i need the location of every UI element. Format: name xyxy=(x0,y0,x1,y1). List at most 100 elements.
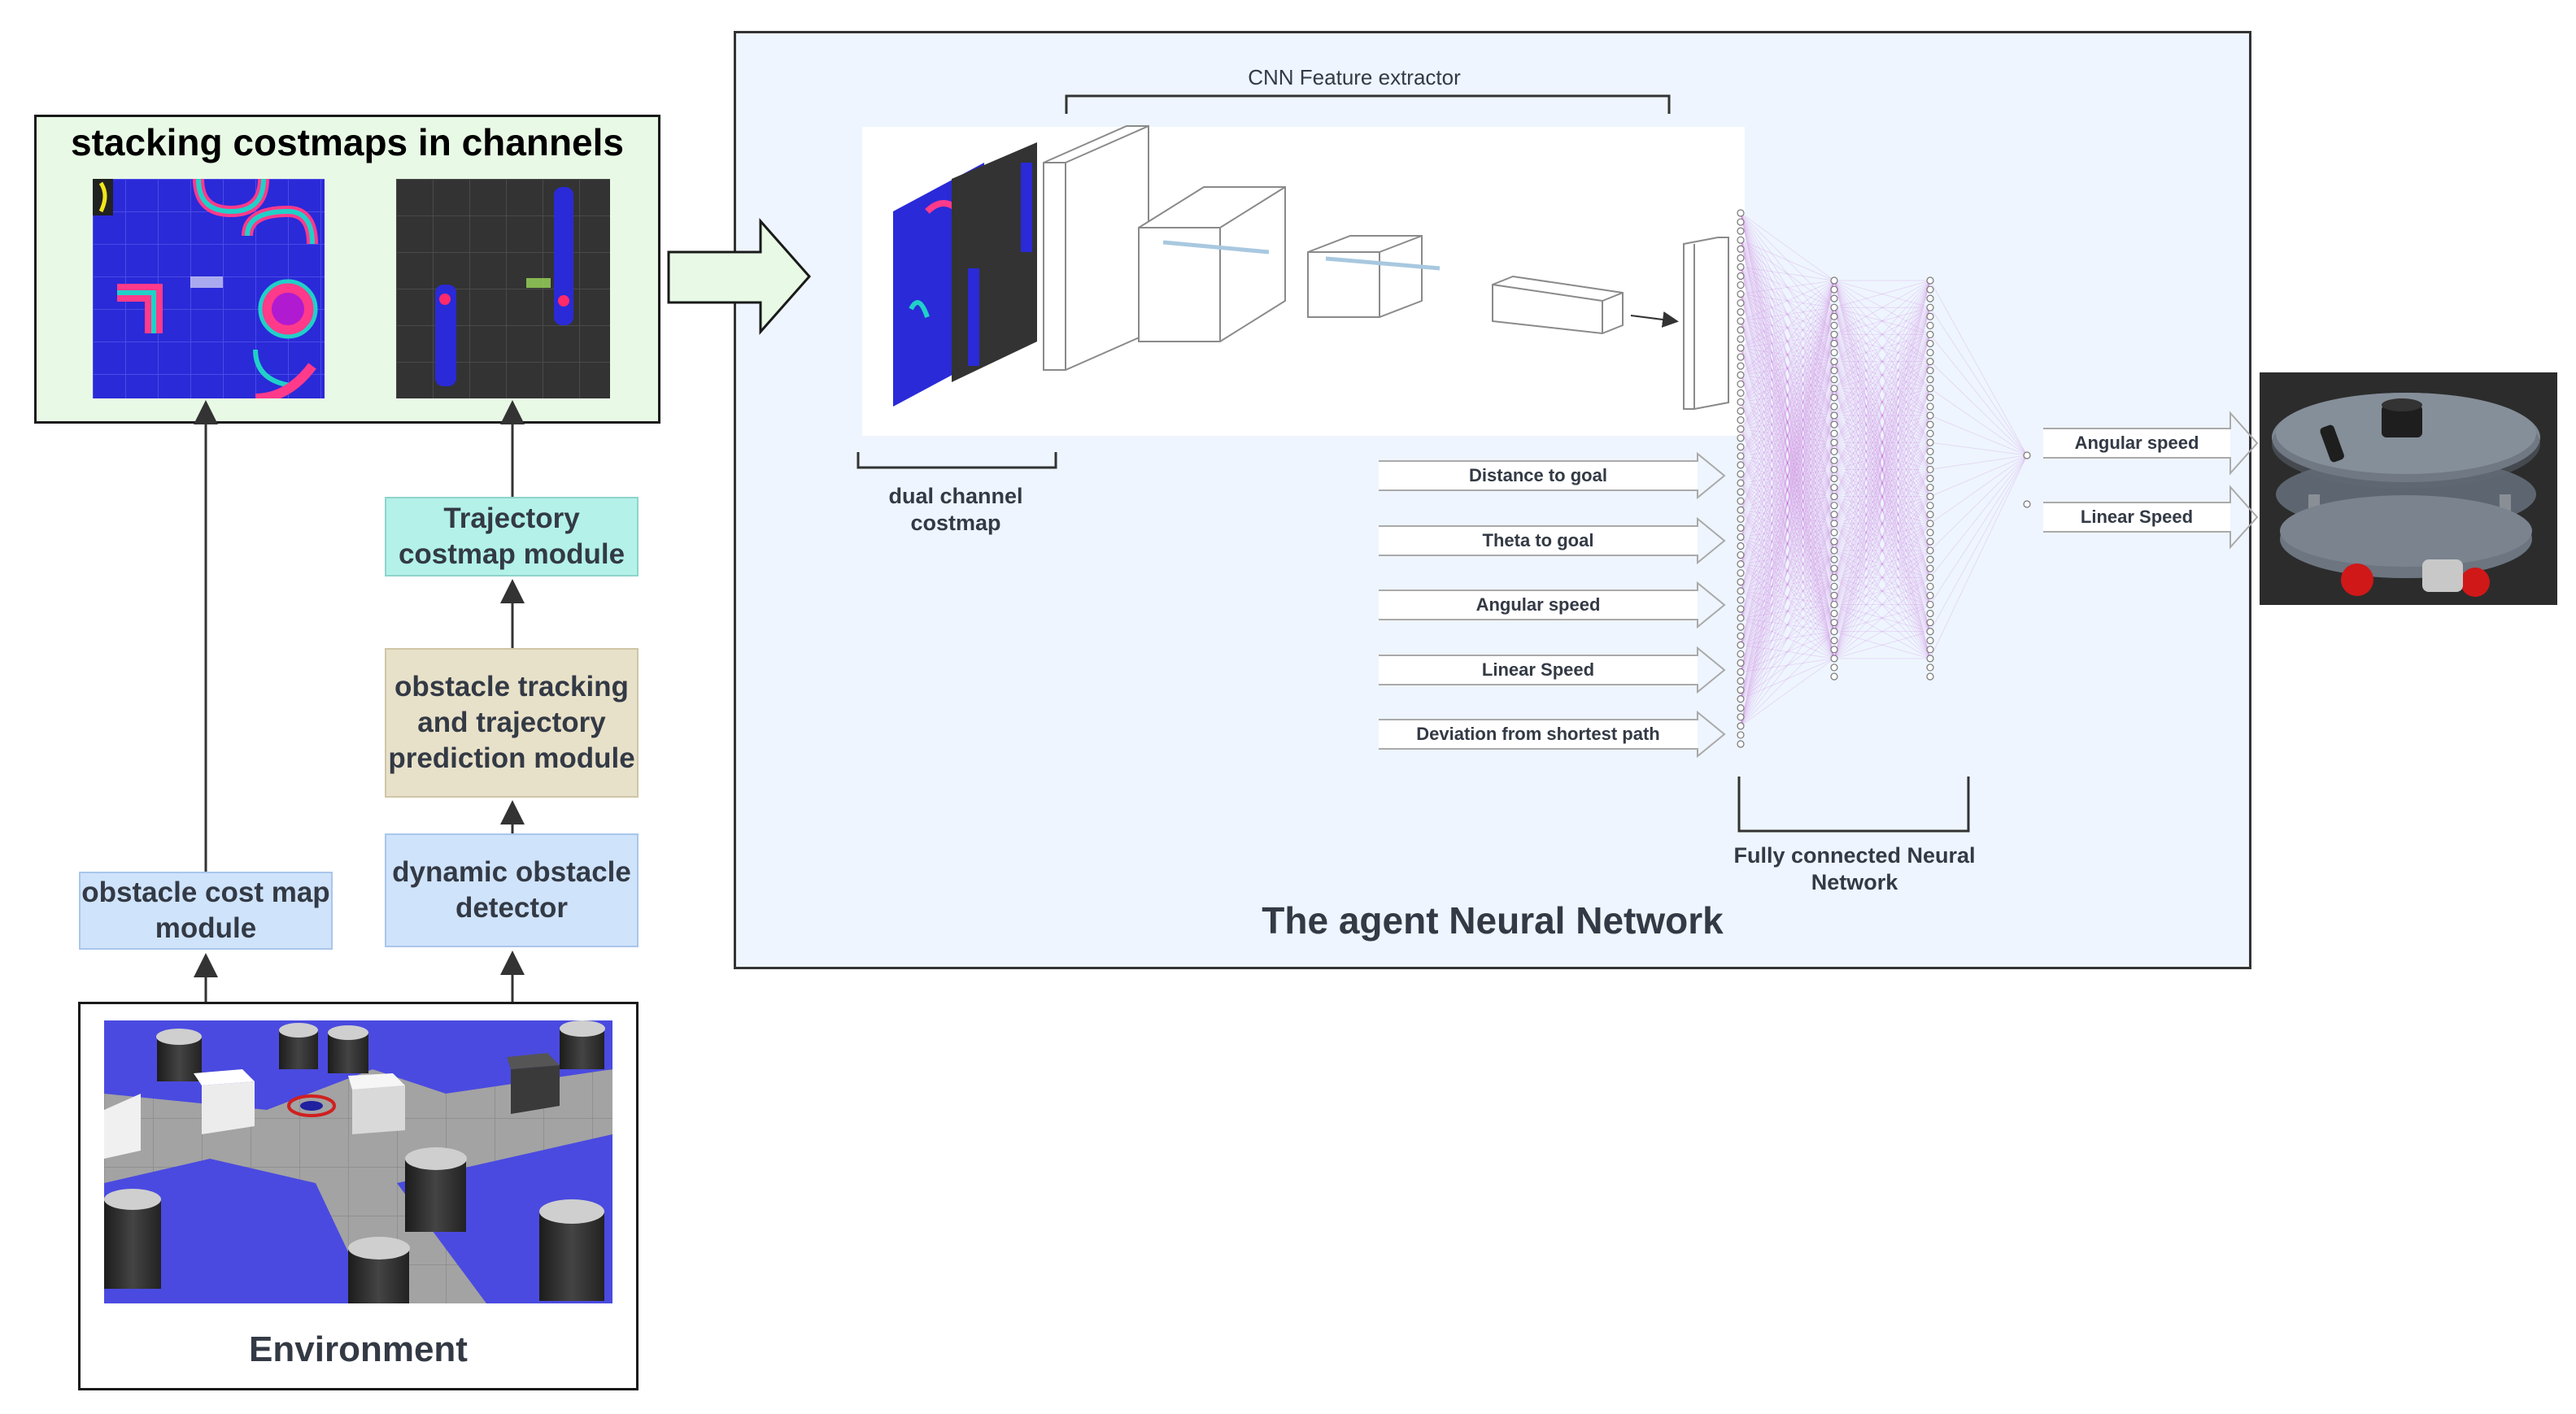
fc-edge xyxy=(1740,320,1835,335)
fc-edge xyxy=(1740,429,1835,578)
fc-node xyxy=(1926,502,1934,510)
fc-node xyxy=(1737,380,1745,388)
fc-edge xyxy=(1740,509,1835,632)
fc-node xyxy=(1737,659,1745,667)
fc-edge xyxy=(1833,468,1931,524)
fc-edge xyxy=(1740,294,1835,578)
fc-edge xyxy=(1833,415,1931,470)
fc-edge xyxy=(1740,307,1835,592)
fc-edge xyxy=(1740,294,1835,659)
fc-edge xyxy=(1833,334,1931,470)
fc-edge xyxy=(1740,603,1835,646)
agent-network-title: The agent Neural Network xyxy=(1262,899,1724,942)
fc-node xyxy=(1737,344,1745,352)
fc-edge xyxy=(1833,415,1931,659)
fc-edge xyxy=(1833,415,1931,605)
fc-node xyxy=(1737,470,1745,478)
fc-edge xyxy=(1740,468,1835,511)
fc-edge xyxy=(1833,388,1931,416)
fc-edge xyxy=(1740,401,1835,416)
fc-edge xyxy=(1740,658,1835,727)
fc-edge xyxy=(1833,361,1931,470)
fc-edge xyxy=(1833,604,1931,659)
fc-edge xyxy=(1740,442,1835,672)
fc-node xyxy=(1737,425,1745,433)
fc-edge xyxy=(1833,388,1931,605)
fc-edge xyxy=(1833,361,1931,389)
fc-edge xyxy=(1740,442,1835,484)
fc-edge xyxy=(1833,334,1931,632)
environment-scene-image xyxy=(104,1020,612,1303)
fc-edge xyxy=(1740,307,1835,564)
fc-edge xyxy=(1833,469,1931,659)
fc-edge xyxy=(1833,280,1931,416)
fc-edge xyxy=(1740,334,1835,511)
trajectory-costmap-image xyxy=(396,179,610,398)
input-deviation-from-shortest-path: Deviation from shortest path xyxy=(1379,720,1698,749)
fc-edge xyxy=(1740,334,1835,592)
fc-edge xyxy=(1833,361,1931,578)
fc-node xyxy=(1830,618,1838,627)
fc-node xyxy=(1737,632,1745,640)
fc-node xyxy=(1737,704,1745,712)
fc-edge xyxy=(1929,455,2028,659)
obstacle-tracking-module: obstacle tracking and trajectory predict… xyxy=(385,648,639,798)
fc-node xyxy=(1926,447,1934,455)
fc-node xyxy=(1830,663,1838,672)
fc-node xyxy=(1737,227,1745,235)
fc-node xyxy=(1830,465,1838,474)
fc-edge xyxy=(1833,280,1931,605)
fc-edge xyxy=(1833,361,1931,416)
fc-edge xyxy=(1833,550,1931,605)
fc-edge xyxy=(1740,334,1835,564)
fc-edge xyxy=(1833,280,1931,551)
fc-node xyxy=(1830,646,1838,654)
fc-edge xyxy=(1740,361,1835,511)
fc-node xyxy=(1830,628,1838,636)
fc-edge xyxy=(1740,429,1835,659)
fc-edge xyxy=(1833,550,1931,659)
fc-edge xyxy=(1833,523,1931,551)
fc-node xyxy=(1737,434,1745,442)
fc-edge xyxy=(1740,604,1835,700)
fc-node xyxy=(1737,614,1745,622)
dual-channel-costmap-label: dual channel costmap xyxy=(888,484,1023,535)
fc-node xyxy=(1830,285,1838,294)
fc-node xyxy=(1737,272,1745,281)
fc-edge xyxy=(1833,469,1931,578)
fc-edge xyxy=(1740,294,1835,632)
fc-edge xyxy=(1740,280,1835,537)
fc-edge xyxy=(1740,266,1835,281)
fc-edge xyxy=(1740,590,1835,605)
fc-edge xyxy=(1833,361,1931,524)
fc-node xyxy=(1830,348,1838,357)
fc-edge xyxy=(1833,388,1931,443)
fc-edge xyxy=(1833,442,1931,524)
fc-node xyxy=(1737,550,1745,559)
fc-node xyxy=(1926,609,1934,618)
fc-edge xyxy=(1740,455,1835,605)
fc-edge xyxy=(1833,307,1931,389)
fc-edge xyxy=(1740,523,1835,646)
fc-edge xyxy=(1740,442,1835,592)
fc-edge xyxy=(1929,307,2028,456)
fc-edge xyxy=(1740,239,1835,281)
fc-node xyxy=(1830,637,1838,645)
fc-edge xyxy=(1833,415,1931,578)
fc-edge xyxy=(1740,212,1835,308)
fc-edge xyxy=(1833,576,1931,605)
fc-edge xyxy=(1740,631,1835,672)
fc-edge xyxy=(1740,361,1835,699)
fc-edge xyxy=(1833,280,1931,470)
fc-edge xyxy=(1740,388,1835,430)
fc-edge xyxy=(1740,307,1835,484)
fc-edge xyxy=(1833,307,1931,632)
fc-edge xyxy=(1740,576,1835,592)
fc-edge xyxy=(1740,550,1835,699)
fc-edge xyxy=(1740,334,1835,537)
fc-edge xyxy=(1833,361,1931,416)
fc-edge xyxy=(1833,280,1931,497)
fc-edge xyxy=(1833,307,1931,335)
fc-node xyxy=(1737,281,1745,289)
fc-edge xyxy=(1833,576,1931,633)
